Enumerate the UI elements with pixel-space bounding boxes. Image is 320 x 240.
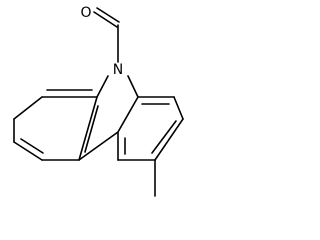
nitrogen-atom-label: N — [113, 62, 123, 78]
structure-canvas: O N — [13, 5, 184, 197]
left-benzene-ring — [13, 75, 109, 161]
bond-c-o-double-a — [93, 11, 118, 28]
formyl-group — [93, 7, 120, 63]
bond-c4a-c4b — [78, 131, 119, 161]
right-benzene-ring — [78, 75, 184, 161]
bond-ring-left-7 — [78, 96, 98, 161]
bond-ring-left-7-inner — [84, 105, 99, 153]
bond-ring-right-3-inner — [151, 120, 177, 154]
bond-ring-left-1 — [96, 75, 109, 98]
oxygen-atom-label: O — [80, 5, 91, 21]
bond-c-o-double-b — [96, 7, 120, 23]
bond-ring-right-2 — [173, 96, 184, 120]
bond-c9a-c4a — [117, 96, 139, 133]
bond-ring-left-5 — [13, 141, 43, 161]
bond-ring-right-3 — [154, 118, 184, 161]
bond-n-c9a — [127, 75, 139, 98]
bond-ring-left-3 — [13, 96, 43, 120]
molecule-diagram: O N — [13, 5, 184, 197]
bond-ring-left-5-inner — [20, 138, 44, 154]
